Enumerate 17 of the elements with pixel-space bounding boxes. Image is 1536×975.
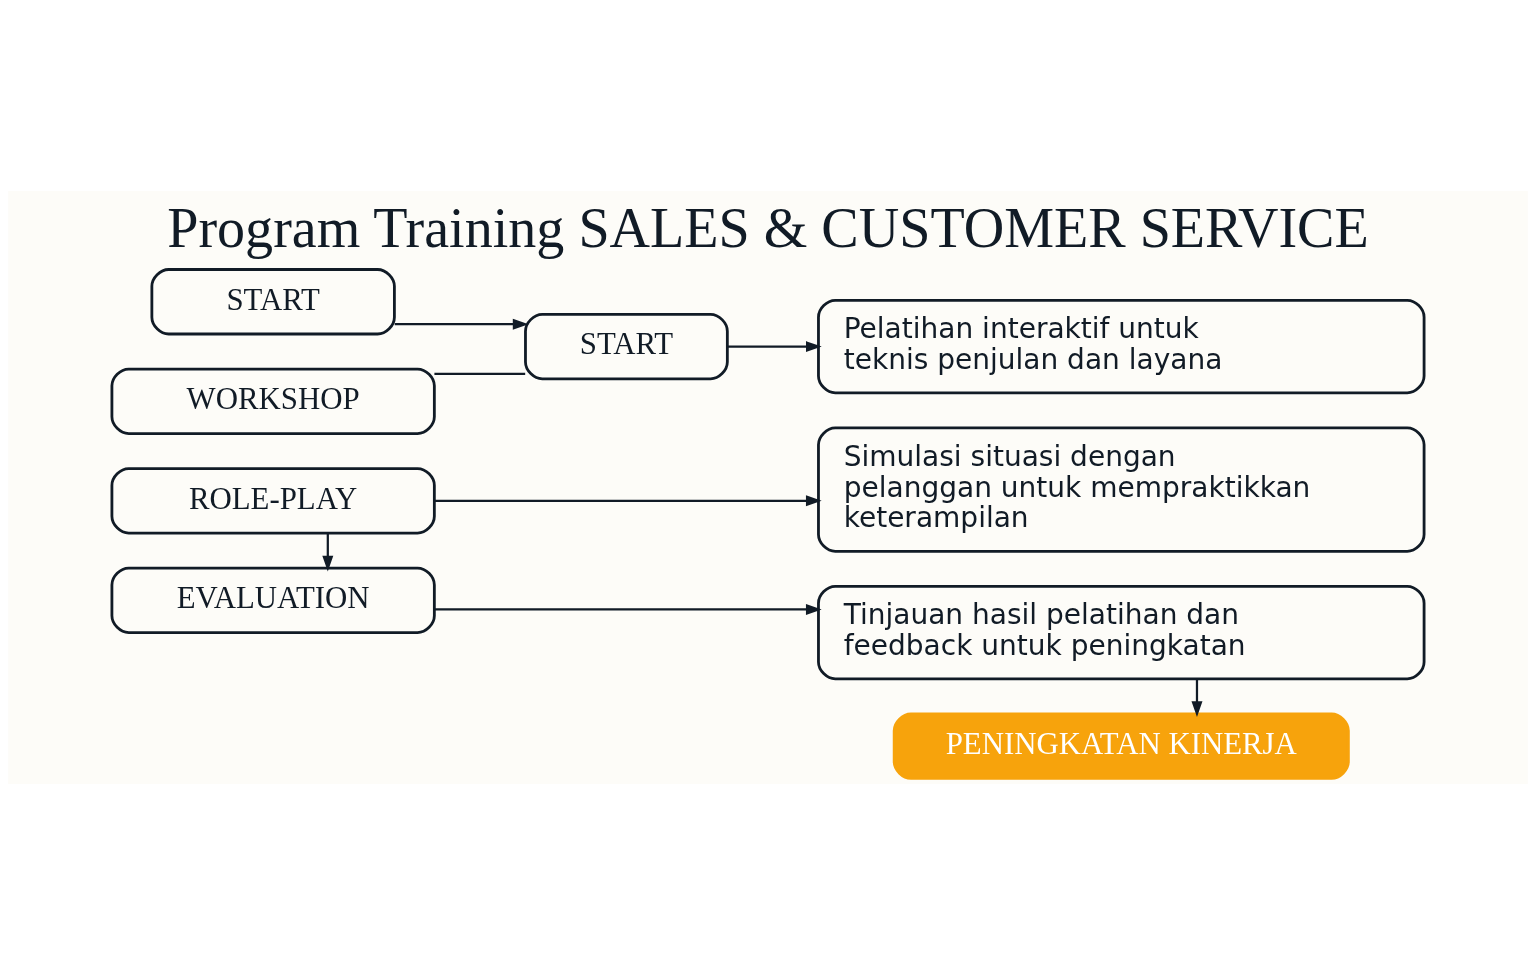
node-box: WORKSHOP	[110, 367, 436, 435]
arrow	[727, 341, 822, 353]
node-box: EVALUATION	[110, 566, 436, 634]
connector	[434, 372, 526, 376]
arrow	[394, 318, 529, 330]
arrow	[1191, 679, 1203, 717]
diagram-title: Program Training SALES & CUSTOMER SERVICE	[167, 197, 1369, 260]
arrow	[434, 603, 822, 615]
node-box: START	[524, 312, 729, 381]
node-box: Tinjauan hasil pelatihan dan feedback untuk peningkatan	[817, 584, 1426, 681]
node-box: Simulasi situasi dengan pelanggan untuk mempraktikkan keterampilan	[817, 426, 1426, 553]
arrow	[434, 495, 822, 507]
node-box: START	[150, 268, 396, 336]
node-box: Pelatihan interaktif untuk teknis penjulan dan layana	[817, 298, 1426, 395]
node-box: PENINGKATAN KINERJA	[892, 712, 1350, 780]
node-box: ROLE-PLAY	[110, 467, 436, 535]
arrow	[322, 533, 334, 572]
